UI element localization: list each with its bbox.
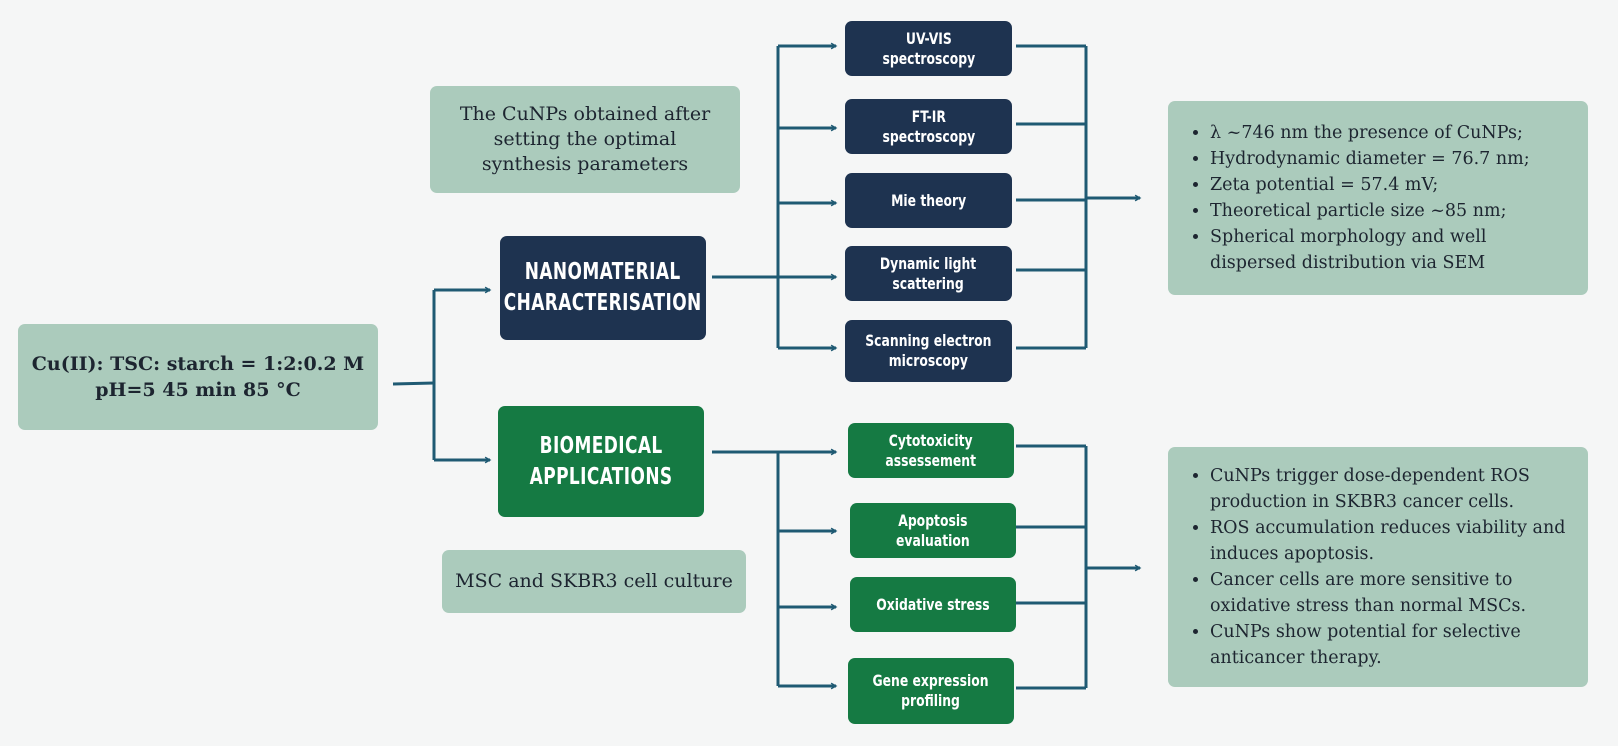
nanomaterial-characterisation-box: NANOMATERIAL CHARACTERISATION <box>500 236 706 340</box>
biomedical-results-box: CuNPs trigger dose-dependent ROS product… <box>1168 447 1588 687</box>
method-ft-ir: FT-IR spectroscopy <box>845 99 1012 154</box>
method-scanning-electron-microscopy: Scanning electron microscopy <box>845 320 1012 382</box>
bio-result-item: Cancer cells are more sensitive to oxida… <box>1210 567 1578 619</box>
char-result-item: λ ~746 nm the presence of CuNPs; <box>1210 120 1578 146</box>
method-uv-vis: UV-VIS spectroscopy <box>845 21 1012 76</box>
char-result-item: Theoretical particle size ~85 nm; <box>1210 198 1578 224</box>
characterisation-results-list: λ ~746 nm the presence of CuNPs; Hydrody… <box>1186 120 1578 276</box>
nano-line1: NANOMATERIAL <box>525 259 681 285</box>
biomedical-applications-box: BIOMEDICAL APPLICATIONS <box>498 406 704 517</box>
method-apoptosis: Apoptosis evaluation <box>850 503 1016 558</box>
method-mie-theory: Mie theory <box>845 173 1012 228</box>
nano-line2: CHARACTERISATION <box>504 290 702 316</box>
connector-bio-collect <box>1016 444 1088 690</box>
method-gene-expression: Gene expression profiling <box>848 658 1014 724</box>
bio-line1: BIOMEDICAL <box>539 432 663 459</box>
note-cunps-line2: setting the optimal <box>493 128 677 150</box>
bio-result-item: CuNPs show potential for selective antic… <box>1210 619 1578 671</box>
method-cytotoxicity: Cytotoxicity assessement <box>848 423 1014 478</box>
char-result-item: Hydrodynamic diameter = 76.7 nm; <box>1210 146 1578 172</box>
bio-result-item: ROS accumulation reduces viability and i… <box>1210 515 1578 567</box>
connector-char-collect <box>1016 44 1088 350</box>
char-result-item: Spherical morphology and well dispersed … <box>1210 224 1578 276</box>
method-oxidative-stress: Oxidative stress <box>850 577 1016 632</box>
method-dynamic-light-scattering: Dynamic light scattering <box>845 246 1012 301</box>
note-cunps-line1: The CuNPs obtained after <box>459 103 711 125</box>
note-cunps-line3: synthesis parameters <box>481 153 689 175</box>
note-cell-culture-text: MSC and SKBR3 cell culture <box>455 570 733 592</box>
bio-line2: APPLICATIONS <box>529 463 673 490</box>
synthesis-conditions-box: Cu(II): TSC: starch = 1:2:0.2 M pH=5 45 … <box>18 324 378 430</box>
biomedical-results-list: CuNPs trigger dose-dependent ROS product… <box>1186 463 1578 671</box>
note-cell-culture: MSC and SKBR3 cell culture <box>442 550 746 613</box>
characterisation-results-box: λ ~746 nm the presence of CuNPs; Hydrody… <box>1168 101 1588 295</box>
connector-start <box>392 381 435 386</box>
bio-result-item: CuNPs trigger dose-dependent ROS product… <box>1210 463 1578 515</box>
note-cunps-obtained: The CuNPs obtained after setting the opt… <box>430 86 740 193</box>
char-result-item: Zeta potential = 57.4 mV; <box>1210 172 1578 198</box>
synthesis-conditions-line1: Cu(II): TSC: starch = 1:2:0.2 M <box>31 353 365 375</box>
synthesis-conditions-line2: pH=5 45 min 85 °C <box>95 379 301 401</box>
